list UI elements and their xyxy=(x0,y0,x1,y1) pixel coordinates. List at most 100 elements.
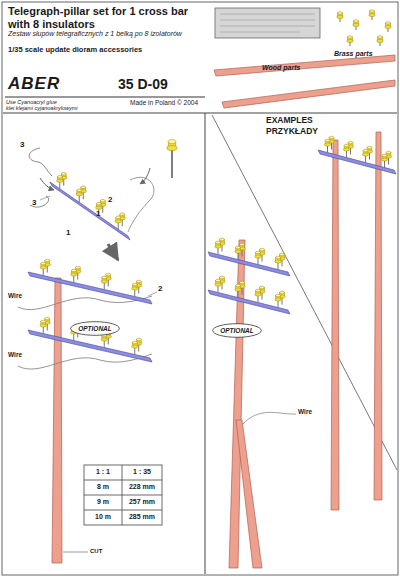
section-heading: PRZYKŁADY xyxy=(266,127,318,137)
table-cell: 285 mm xyxy=(122,513,162,521)
insulator xyxy=(236,246,241,249)
cross-bar xyxy=(28,272,152,304)
insulator xyxy=(220,276,225,279)
insulator xyxy=(362,153,368,156)
callout-number: 3 xyxy=(20,140,24,149)
insulator xyxy=(354,20,359,23)
catalogue-number: 35 D-09 xyxy=(118,76,168,92)
insulator xyxy=(96,202,101,205)
glue-note: Use Cyanoacryl glue xyxy=(6,99,57,105)
insulator xyxy=(76,193,82,196)
section-heading: EXAMPLES xyxy=(266,116,313,126)
insulator xyxy=(132,287,138,290)
callout-number: 3 xyxy=(32,198,36,207)
node-text: OPTIONAL xyxy=(212,327,262,334)
insulator xyxy=(353,23,359,26)
insulator xyxy=(136,280,141,283)
oval-outline xyxy=(213,324,262,338)
insulator xyxy=(220,238,225,241)
insulator xyxy=(216,279,221,282)
cross-bar xyxy=(208,252,290,276)
parts-label: Brass parts xyxy=(334,50,373,58)
insulator xyxy=(115,220,121,223)
insulator xyxy=(132,283,137,286)
insulator xyxy=(75,266,80,269)
insulator xyxy=(45,317,50,320)
insulator xyxy=(386,22,391,25)
insulator xyxy=(45,259,50,262)
insulator xyxy=(385,25,391,28)
insulator xyxy=(71,273,77,276)
insulator xyxy=(71,269,76,272)
insulator xyxy=(347,39,353,42)
insulator xyxy=(363,149,368,152)
insulator xyxy=(386,151,391,154)
callout-number: 1 xyxy=(96,209,100,218)
insulator xyxy=(116,216,121,219)
insulator xyxy=(106,273,111,276)
wire-label: Wire xyxy=(298,408,312,415)
insulator xyxy=(215,245,221,248)
callout-number: 1 xyxy=(66,228,70,237)
insulator xyxy=(240,243,245,246)
insulator xyxy=(260,286,265,289)
insulator xyxy=(260,248,265,251)
insulator xyxy=(255,293,261,296)
table-cell: 1 : 1 xyxy=(84,468,122,476)
cut-label: CUT xyxy=(90,548,102,555)
insulator xyxy=(40,266,46,269)
insulator xyxy=(101,338,107,341)
insulator xyxy=(41,262,46,265)
insulator xyxy=(81,186,86,189)
table-cell: 8 m xyxy=(84,483,122,491)
scale-note: 1/35 scale update dioram accessories xyxy=(8,46,142,55)
insulator xyxy=(101,280,107,283)
insulator xyxy=(132,345,138,348)
insulator xyxy=(120,213,125,216)
insulator xyxy=(167,145,177,150)
made-in-note: Made in Poland © 2004 xyxy=(130,99,198,106)
insulator xyxy=(280,291,285,294)
insulator xyxy=(338,12,343,15)
wire-label: Wire xyxy=(8,351,22,358)
parts-label: Wood parts xyxy=(262,64,300,72)
cross-bar xyxy=(50,182,130,240)
optional-oval: OPTIONAL xyxy=(212,323,262,338)
insulator xyxy=(240,281,245,284)
insulator xyxy=(255,255,261,258)
insulator xyxy=(348,141,353,144)
insulator xyxy=(41,320,46,323)
insulator xyxy=(280,253,285,256)
cross-bar xyxy=(208,290,290,314)
sheet-title: Telegraph-pillar set for 1 cross bar wit… xyxy=(8,5,200,30)
polish-subtitle: Zestaw słupów telegraficznych z 1 belką … xyxy=(8,30,182,38)
insulator xyxy=(102,276,107,279)
brand-name: ABER xyxy=(8,74,60,94)
insulator xyxy=(382,154,387,157)
insulator xyxy=(235,288,241,291)
node-text: OPTIONAL xyxy=(70,325,120,332)
table-cell: 228 mm xyxy=(122,483,162,491)
insulator xyxy=(324,143,330,146)
insulator xyxy=(235,250,241,253)
insulator xyxy=(168,140,176,144)
insulator xyxy=(343,148,349,151)
glue-note: klei klejami cyjanoakrylowymi xyxy=(6,105,78,111)
insulator xyxy=(325,139,330,142)
table-cell: 1 : 35 xyxy=(122,468,162,476)
insulator xyxy=(378,36,383,39)
wire-label: Wire xyxy=(8,292,22,299)
insulator xyxy=(377,39,383,42)
cross-bar xyxy=(318,150,396,174)
callout-number: 2 xyxy=(158,284,162,293)
insulator xyxy=(344,144,349,147)
insulator xyxy=(276,294,281,297)
oval-outline xyxy=(71,322,120,336)
insulator xyxy=(96,206,102,209)
insulator xyxy=(40,324,46,327)
insulator xyxy=(337,15,343,18)
insulator xyxy=(216,241,221,244)
table-cell: 257 mm xyxy=(122,498,162,506)
insulator xyxy=(276,256,281,259)
